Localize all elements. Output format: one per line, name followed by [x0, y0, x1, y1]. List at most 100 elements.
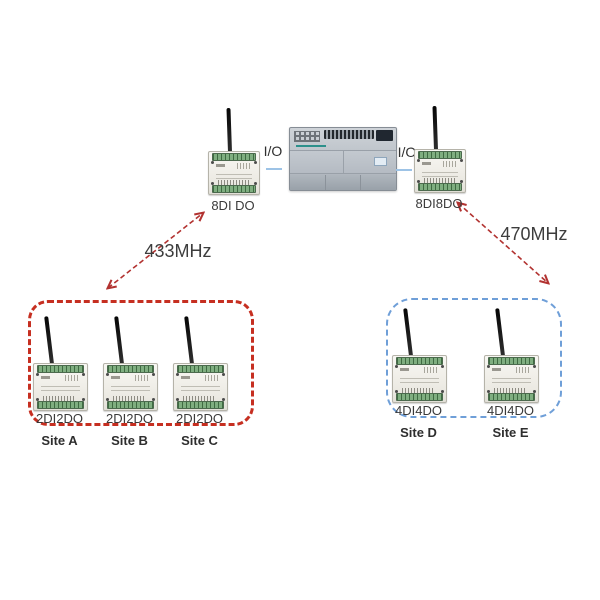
- module-face-markings: [424, 367, 439, 373]
- terminal-strip: [107, 365, 154, 373]
- module-label: 2DI2DO: [176, 411, 223, 426]
- module-face-markings: [181, 384, 220, 391]
- terminal-strip: [37, 365, 84, 373]
- terminal-strip: [177, 401, 224, 409]
- screw-icon: [441, 390, 444, 393]
- module-face-markings: [135, 375, 150, 381]
- plc-label-chip: [374, 157, 387, 166]
- terminal-strip: [396, 357, 443, 365]
- module-face-markings: [402, 388, 435, 393]
- module-face-markings: [41, 384, 80, 391]
- screw-icon: [395, 365, 398, 368]
- screw-icon: [176, 398, 179, 401]
- frequency-label-433: 433MHz: [144, 241, 212, 261]
- screw-icon: [254, 161, 257, 164]
- screw-icon: [487, 365, 490, 368]
- module-face-markings: [494, 388, 527, 393]
- terminal-strip: [488, 357, 535, 365]
- terminal-strip: [488, 393, 535, 401]
- screw-icon: [222, 398, 225, 401]
- screw-icon: [487, 390, 490, 393]
- io-label-left: I/O: [263, 143, 283, 159]
- screw-icon: [106, 398, 109, 401]
- screw-icon: [176, 373, 179, 376]
- site-label: Site A: [41, 433, 78, 448]
- module-face-markings: [41, 376, 50, 379]
- screw-icon: [417, 159, 420, 162]
- antenna-icon: [432, 105, 438, 151]
- module-face-markings: [111, 384, 150, 391]
- screw-icon: [36, 373, 39, 376]
- blue-site-group-box: [386, 298, 562, 418]
- module-label: 4DI4DO: [395, 403, 442, 418]
- screw-icon: [254, 182, 257, 185]
- screw-icon: [211, 182, 214, 185]
- terminal-strip: [212, 153, 256, 161]
- screw-icon: [36, 398, 39, 401]
- plc-vent-grid: [294, 131, 320, 142]
- plc-port-panel: [376, 130, 393, 141]
- site-label: Site B: [111, 433, 148, 448]
- module-housing: [208, 151, 260, 195]
- site-label: Site D: [400, 425, 437, 440]
- screw-icon: [152, 398, 155, 401]
- module-housing: [392, 355, 447, 403]
- screw-icon: [441, 365, 444, 368]
- gateway-right-label: 8DI8DO: [415, 196, 463, 211]
- module-face-markings: [183, 396, 216, 401]
- module-face-markings: [181, 376, 190, 379]
- module-face-markings: [492, 376, 531, 383]
- plc-controller: [289, 127, 397, 191]
- screw-icon: [533, 390, 536, 393]
- site-label: Site C: [181, 433, 218, 448]
- screw-icon: [152, 373, 155, 376]
- io-line-left: [266, 168, 282, 170]
- red-site-group-box: [28, 300, 254, 426]
- module-face-markings: [113, 396, 146, 401]
- module-face-markings: [205, 375, 220, 381]
- site-label: Site E: [492, 425, 529, 440]
- module-face-markings: [422, 170, 458, 177]
- terminal-strip: [418, 151, 462, 159]
- antenna-icon: [226, 107, 232, 153]
- module-label: 2DI2DO: [106, 411, 153, 426]
- screw-icon: [82, 373, 85, 376]
- terminal-strip: [107, 401, 154, 409]
- module-label: 2DI2DO: [36, 411, 83, 426]
- screw-icon: [533, 365, 536, 368]
- module-housing: [484, 355, 539, 403]
- module-housing: [414, 149, 466, 193]
- screw-icon: [211, 161, 214, 164]
- module-face-markings: [424, 178, 455, 183]
- module-face-markings: [237, 163, 252, 169]
- terminal-strip: [37, 401, 84, 409]
- module-face-markings: [422, 162, 431, 165]
- module-face-markings: [65, 375, 80, 381]
- terminal-strip: [418, 183, 462, 191]
- module-face-markings: [443, 161, 458, 167]
- module-face-markings: [216, 164, 225, 167]
- module-face-markings: [218, 180, 249, 185]
- terminal-strip: [177, 365, 224, 373]
- screw-icon: [222, 373, 225, 376]
- plc-vent-slats: [324, 130, 374, 139]
- io-label-right: I/O: [397, 144, 417, 160]
- terminal-strip: [212, 185, 256, 193]
- module-housing: [103, 363, 158, 411]
- module-face-markings: [216, 172, 252, 179]
- module-face-markings: [43, 396, 76, 401]
- io-line-right: [396, 169, 412, 171]
- screw-icon: [417, 180, 420, 183]
- plc-brand-stripe: [296, 145, 326, 147]
- module-housing: [173, 363, 228, 411]
- module-face-markings: [111, 376, 120, 379]
- module-face-markings: [492, 368, 501, 371]
- module-label: 4DI4DO: [487, 403, 534, 418]
- module-face-markings: [516, 367, 531, 373]
- screw-icon: [82, 398, 85, 401]
- module-housing: [33, 363, 88, 411]
- module-face-markings: [400, 368, 409, 371]
- plc-terminal-covers: [290, 175, 396, 190]
- terminal-strip: [396, 393, 443, 401]
